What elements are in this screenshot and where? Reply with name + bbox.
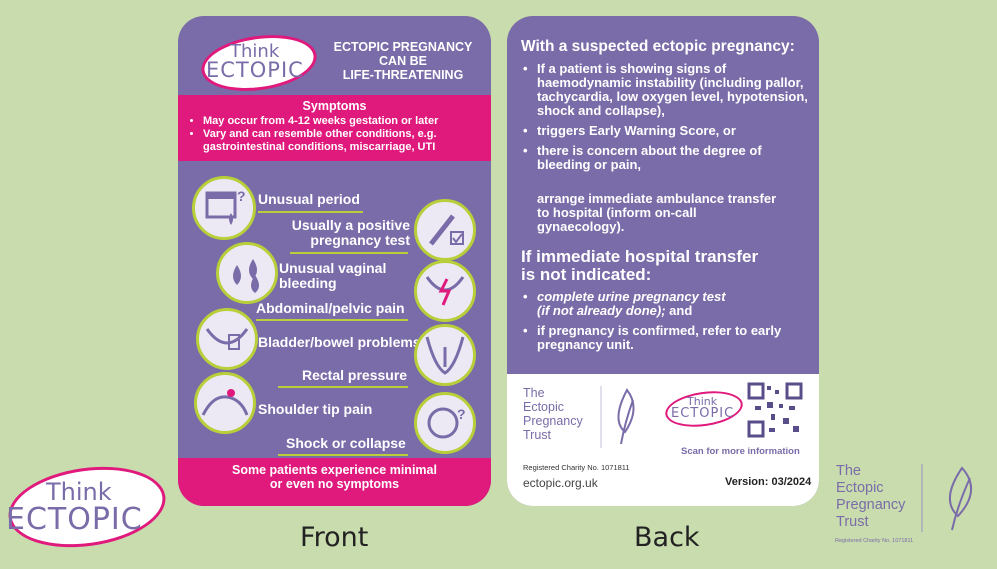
collapse-icon: ? [414, 392, 476, 454]
version-label: Version: 03/2024 [725, 476, 812, 488]
trust-line-4: Trust [523, 428, 552, 442]
headline-line-2: CAN BE [379, 54, 427, 68]
logo-ectopic-text: ECTOPIC [206, 58, 304, 82]
sign-shoulder: Shoulder tip pain [258, 401, 373, 417]
front-headline: ECTOPIC PREGNANCY CAN BE LIFE-THREATENIN… [328, 40, 478, 82]
symptom-item: May occur from 4-12 weeks gestation or l… [203, 115, 491, 128]
website-link[interactable]: ectopic.org.uk [523, 476, 598, 490]
back-bullet: there is concern about the degree of ble… [521, 144, 811, 172]
charity-number: Registered Charity No. 1071811 [523, 463, 630, 472]
back-bullet-italic-1: complete urine pregnancy test [537, 289, 726, 304]
sign-bladder: Bladder/bowel problems [258, 334, 421, 350]
pregnancy-test-icon [414, 199, 476, 261]
back-bullet: complete urine pregnancy test(if not alr… [521, 290, 811, 318]
qr-code-icon[interactable] [747, 382, 803, 438]
side-trust-line-2: Ectopic [836, 480, 884, 496]
trust-name: The Ectopic Pregnancy Trust [523, 386, 583, 442]
trust-line-1: The [523, 386, 545, 400]
rectal-icon [414, 324, 476, 386]
side-trust-line-4: Trust [836, 514, 869, 530]
back-think-logo: Think ECTOPIC [663, 386, 747, 432]
front-logo: Think ECTOPIC [197, 28, 321, 98]
sign-bleeding-line-2: bleeding [279, 275, 337, 291]
side-charity-number: Registered Charity No. 1071811 [835, 538, 914, 544]
sign-bleeding: Unusual vaginal bleeding [279, 261, 386, 291]
back-bullet: triggers Early Warning Score, or [521, 124, 811, 139]
side-trust-line-3: Pregnancy [836, 497, 906, 513]
logo-think-text: Think [46, 478, 112, 506]
sign-bleeding-line-1: Unusual vaginal [279, 260, 387, 276]
back-bullet-tail: and [665, 303, 693, 318]
front-card: Think ECTOPIC ECTOPIC PREGNANCY CAN BE L… [178, 16, 491, 506]
logo-think-text: Think [687, 395, 718, 408]
logo-think-text: Think [230, 41, 280, 62]
think-ectopic-logo-large: Think ECTOPIC [2, 457, 172, 557]
back-bullets: If a patient is showing signs of haemody… [521, 62, 811, 178]
pelvic-pain-icon [414, 260, 476, 322]
back-bullet: If a patient is showing signs of haemody… [521, 62, 811, 118]
sign-positive-test-line-2: pregnancy test [310, 232, 410, 248]
headline-line-1: ECTOPIC PREGNANCY [333, 40, 473, 54]
trust-line-3: Pregnancy [523, 414, 583, 428]
headline-line-3: LIFE-THREATENING [342, 68, 464, 82]
back-arrange-text: arrange immediate ambulance transfer to … [537, 191, 777, 234]
back-heading-2: If immediate hospital transfer is not in… [521, 248, 758, 284]
symptom-item: Vary and can resemble other conditions, … [203, 128, 491, 154]
side-leaf-logo-icon [921, 464, 972, 532]
sign-abdominal: Abdominal/pelvic pain [256, 300, 405, 316]
sign-unusual-period: Unusual period [258, 191, 360, 207]
symptoms-list: May occur from 4-12 weeks gestation or l… [178, 115, 491, 154]
calendar-icon: ? [192, 176, 256, 240]
back-white-panel: The Ectopic Pregnancy Trust Think ECTOPI… [507, 374, 819, 506]
svg-text:?: ? [457, 406, 466, 422]
divider-line [258, 211, 363, 213]
bladder-icon [196, 308, 258, 370]
front-label: Front [300, 522, 369, 553]
front-footer-line-2: or even no symptoms [269, 477, 400, 491]
scan-caption: Scan for more information [681, 446, 800, 457]
back-label: Back [634, 522, 700, 553]
side-trust-name: The Ectopic Pregnancy Trust [836, 463, 905, 531]
back-heading-2-line-1: If immediate hospital transfer [521, 247, 759, 266]
back-heading-2-line-2: is not indicated: [521, 265, 652, 284]
side-trust-line-1: The [836, 463, 861, 479]
front-footer-band: Some patients experience minimal or even… [178, 458, 491, 506]
trust-line-2: Ectopic [523, 400, 564, 414]
symptoms-band: Symptoms May occur from 4-12 weeks gesta… [178, 95, 491, 161]
svg-text:?: ? [237, 188, 246, 204]
sign-positive-test-line-1: Usually a positive [291, 217, 410, 233]
back-title: With a suspected ectopic pregnancy: [521, 38, 795, 55]
back-card: With a suspected ectopic pregnancy: If a… [507, 16, 819, 506]
blood-drops-icon [216, 242, 278, 304]
logo-ectopic-text: ECTOPIC [671, 406, 735, 421]
divider-line [256, 319, 408, 321]
symptoms-title: Symptoms [302, 99, 367, 113]
leaf-logo-icon [600, 386, 635, 448]
divider-line [278, 454, 408, 456]
shoulder-icon [194, 372, 256, 434]
back-bullet-italic-2: (if not already done); [537, 303, 666, 318]
sign-positive-test: Usually a positive pregnancy test [288, 218, 410, 248]
sign-shock: Shock or collapse [286, 435, 406, 451]
front-footer-line-1: Some patients experience minimal [232, 463, 437, 477]
sign-rectal: Rectal pressure [302, 367, 408, 383]
back-bullet: if pregnancy is confirmed, refer to earl… [521, 324, 811, 352]
logo-ectopic-text: ECTOPIC [6, 502, 143, 537]
divider-line [290, 252, 408, 254]
divider-line [278, 386, 408, 388]
back-bullets-2: complete urine pregnancy test(if not alr… [521, 290, 811, 358]
